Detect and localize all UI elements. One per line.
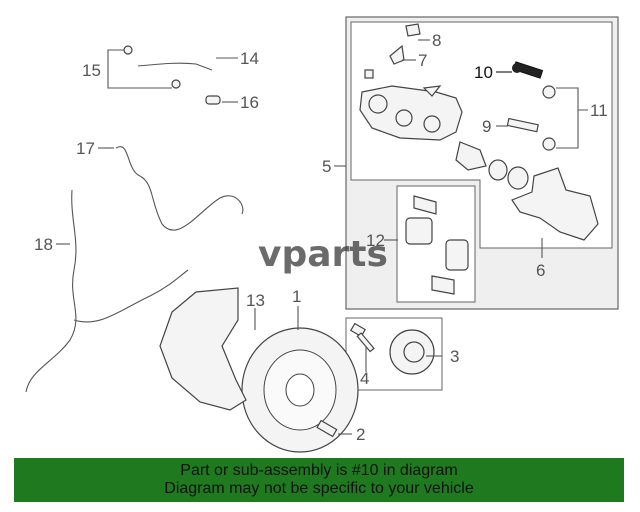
callout-13: 13	[246, 291, 265, 310]
caliper-piston	[455, 141, 529, 190]
brake-pads	[405, 195, 469, 295]
callout-4: 4	[360, 369, 369, 388]
callout-17: 17	[76, 139, 95, 158]
callout-7: 7	[418, 51, 427, 70]
brake-hose	[137, 62, 213, 71]
bleeder-cap	[422, 85, 442, 97]
boot-upper	[542, 85, 556, 99]
callout-8: 8	[432, 31, 441, 50]
callout-10-highlighted: 10	[474, 63, 493, 82]
exploded-parts-diagram: vparts 1 2 3 4 5 6 7 8 9 10 11 12 13 14 …	[25, 16, 619, 453]
caliper-body	[359, 85, 463, 141]
callout-2: 2	[356, 425, 365, 444]
banner-line-1: Part or sub-assembly is #10 in diagram	[180, 462, 458, 479]
guide-bolt-part-10	[512, 61, 544, 79]
wheel-hub	[349, 322, 435, 375]
callout-15: 15	[82, 61, 101, 80]
washer-lower	[171, 79, 181, 89]
bleeder-screw	[364, 69, 374, 79]
washer-upper	[123, 45, 133, 55]
rotor-screw	[316, 419, 338, 438]
callout-11: 11	[590, 101, 608, 120]
caliper-bracket	[511, 167, 599, 241]
callout-18: 18	[34, 235, 53, 254]
callout-5: 5	[322, 157, 331, 176]
banjo-bolt	[205, 95, 221, 105]
watermark: vparts	[258, 234, 388, 275]
callout-3: 3	[450, 347, 459, 366]
callout-14: 14	[240, 49, 259, 68]
callout-1: 1	[292, 287, 301, 306]
callout-9: 9	[482, 117, 491, 136]
brake-rotor	[241, 327, 359, 453]
wiring-harness	[25, 189, 189, 393]
banner-line-2: Diagram may not be specific to your vehi…	[164, 480, 474, 497]
clip-part-8	[405, 23, 421, 37]
leader-lines	[56, 39, 588, 435]
dust-shield	[159, 287, 247, 411]
boot-lower	[542, 137, 556, 151]
guide-pin-part-9	[506, 117, 539, 133]
callout-6: 6	[536, 261, 545, 280]
abs-sensor-harness	[115, 146, 244, 231]
callout-16: 16	[240, 93, 259, 112]
info-banner: Part or sub-assembly is #10 in diagram D…	[14, 458, 624, 502]
callout-12: 12	[366, 231, 385, 250]
